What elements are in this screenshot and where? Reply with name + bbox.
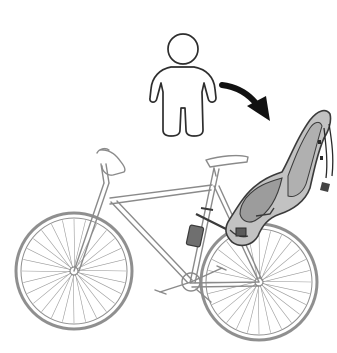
wheel-spoke — [23, 259, 70, 269]
wheel-spoke — [76, 275, 86, 322]
wheel-spoke — [73, 275, 74, 323]
wheel-spoke — [263, 281, 311, 282]
curved-arrow-icon — [222, 85, 270, 121]
child-seat-icon — [226, 111, 333, 246]
wheel-spoke — [262, 285, 300, 314]
wheel-spoke — [42, 230, 71, 268]
wheel-spoke — [33, 239, 71, 268]
wheel-spoke — [77, 274, 106, 312]
wheel-spoke — [262, 285, 291, 323]
wheel-spoke — [77, 274, 115, 303]
wheel-spoke — [227, 241, 256, 279]
wheel-spoke — [208, 270, 255, 280]
wheel-spoke — [263, 284, 310, 294]
wheel-spoke — [22, 271, 70, 272]
wheel-spoke — [62, 220, 72, 267]
wheel-spoke — [261, 286, 271, 333]
wheel-spoke — [258, 286, 259, 334]
wheel-spoke — [78, 270, 126, 271]
wheel-spoke — [259, 230, 260, 278]
wheel-spoke — [78, 273, 125, 283]
wheel-spoke — [74, 219, 75, 267]
child-figure-icon — [150, 34, 216, 136]
